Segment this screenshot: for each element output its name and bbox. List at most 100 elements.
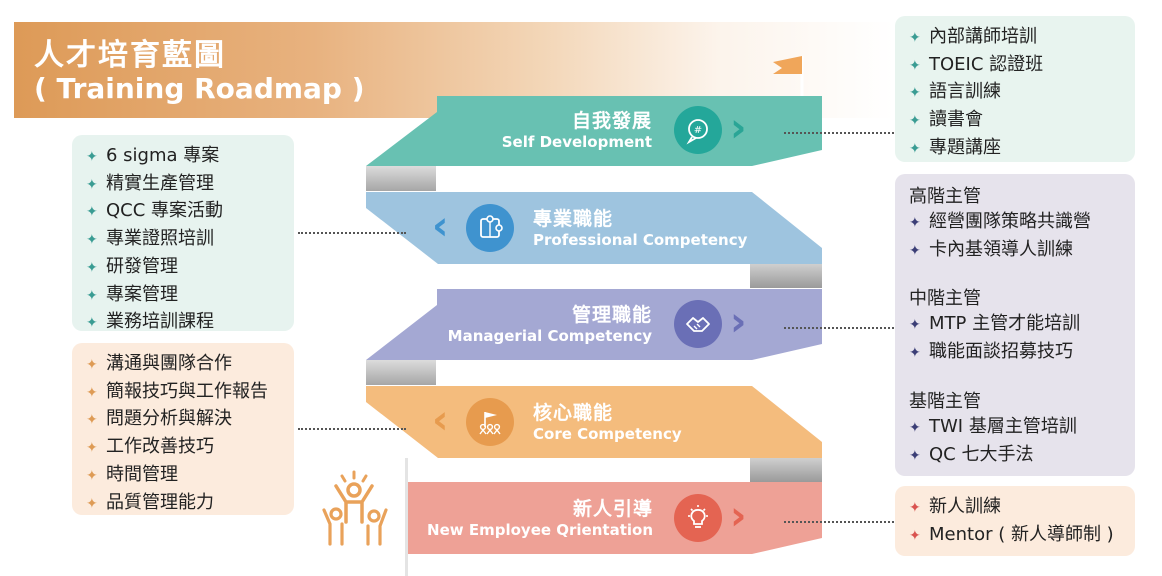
- stage-new-employee-en: New Employee Qrientation: [427, 521, 653, 539]
- course-item: ✦問題分析與解決: [86, 406, 280, 434]
- stage-self-development-cn: 自我發展: [571, 110, 652, 132]
- stage-new-employee-orientation: [408, 482, 822, 554]
- stage-managerial-label: 管理職能 Managerial Competency: [440, 300, 652, 345]
- self-development-course-box: ✦內部講師培訓 ✦TOEIC 認證班 ✦語言訓練 ✦讀書會 ✦專題講座: [895, 16, 1135, 162]
- bullet-star-icon: ✦: [909, 242, 921, 259]
- bullet-star-icon: ✦: [909, 419, 921, 436]
- handshake-icon: [674, 300, 722, 348]
- connector-managerial: [784, 327, 894, 329]
- bullet-star-icon: ✦: [86, 259, 98, 276]
- group-heading: 基階主管: [909, 390, 981, 412]
- bullet-star-icon: ✦: [909, 215, 921, 231]
- course-item: ✦QCC 專案活動: [86, 198, 280, 226]
- new-employee-course-box: ✦新人訓練 ✦Mentor ( 新人導師制 ): [895, 486, 1135, 556]
- course-item: ✦MTP 主管才能培訓: [909, 311, 1121, 339]
- stage-managerial-cn: 管理職能: [571, 304, 652, 326]
- managerial-group-basic: 基階主管 ✦TWI 基層主管培訓 ✦QC 七大手法: [909, 389, 1121, 469]
- stage-new-employee-label: 新人引導 New Employee Qrientation: [425, 494, 653, 539]
- connector-self-development: [784, 132, 894, 134]
- course-item: ✦TWI 基層主管培訓: [909, 414, 1121, 442]
- stage-core-en: Core Competency: [533, 425, 682, 443]
- course-item: ✦語言訓練: [909, 79, 1121, 107]
- course-item: ✦職能面談招募技巧: [909, 339, 1121, 367]
- team-flag-icon: [466, 398, 514, 446]
- bullet-star-icon: ✦: [909, 345, 921, 362]
- chevron-right-icon: ›: [730, 105, 747, 151]
- group-heading: 中階主管: [909, 288, 981, 310]
- course-item: ✦專案管理: [86, 282, 280, 310]
- lightbulb-icon: [674, 494, 722, 542]
- course-item: ✦溝通與團隊合作: [86, 351, 280, 379]
- course-item: ✦研發管理: [86, 254, 280, 282]
- riser-2: [750, 264, 822, 288]
- course-item: ✦經營團隊策略共識營: [909, 209, 1121, 237]
- bullet-star-icon: ✦: [909, 317, 921, 334]
- bullet-star-icon: ✦: [909, 140, 921, 157]
- connector-new-employee: [784, 521, 894, 523]
- core-course-box: ✦溝通與團隊合作 ✦簡報技巧與工作報告 ✦問題分析與解決 ✦工作改善技巧 ✦時間…: [72, 343, 294, 515]
- course-item: ✦內部講師培訓: [909, 24, 1121, 52]
- managerial-course-box: 高階主管 ✦經營團隊策略共識營 ✦卡內基領導人訓練 中階主管 ✦MTP 主管才能…: [895, 174, 1135, 476]
- stage-self-development-en: Self Development: [501, 133, 652, 151]
- stage-professional-cn: 專業職能: [533, 208, 614, 230]
- course-item: ✦卡內基領導人訓練: [909, 237, 1121, 265]
- bullet-star-icon: ✦: [909, 527, 921, 544]
- course-item: ✦業務培訓課程: [86, 309, 280, 337]
- chevron-left-icon: ‹: [432, 203, 449, 249]
- bullet-star-icon: ✦: [86, 232, 98, 249]
- stage-professional-label: 專業職能 Professional Competency: [533, 204, 753, 249]
- bullet-star-icon: ✦: [909, 500, 921, 516]
- bullet-star-icon: ✦: [86, 440, 98, 457]
- course-item: ✦簡報技巧與工作報告: [86, 379, 280, 407]
- course-item: ✦TOEIC 認證班: [909, 52, 1121, 80]
- people-celebrate-icon: [322, 470, 388, 546]
- stage-managerial-en: Managerial Competency: [447, 327, 652, 345]
- bullet-star-icon: ✦: [909, 447, 921, 464]
- bullet-star-icon: ✦: [909, 85, 921, 102]
- stage-self-development-label: 自我發展 Self Development: [470, 106, 652, 151]
- course-item: ✦Mentor ( 新人導師制 ): [909, 522, 1121, 550]
- base-pole: [405, 458, 408, 576]
- stage-core-label: 核心職能 Core Competency: [533, 398, 733, 443]
- bullet-star-icon: ✦: [86, 412, 98, 429]
- course-item: ✦工作改善技巧: [86, 434, 280, 462]
- bullet-star-icon: ✦: [909, 30, 921, 46]
- bullet-star-icon: ✦: [86, 204, 98, 221]
- bullet-star-icon: ✦: [86, 149, 98, 165]
- chevron-left-icon-2: ‹: [432, 397, 449, 443]
- bullet-star-icon: ✦: [86, 315, 98, 332]
- flag-icon: [773, 56, 804, 98]
- stage-professional-en: Professional Competency: [533, 231, 748, 249]
- bullet-star-icon: ✦: [86, 357, 98, 373]
- riser-4: [750, 458, 822, 482]
- riser-1: [366, 166, 436, 191]
- bullet-star-icon: ✦: [86, 384, 98, 401]
- bullet-star-icon: ✦: [86, 467, 98, 484]
- course-item: ✦品質管理能力: [86, 490, 280, 518]
- course-item: ✦6 sigma 專案: [86, 143, 280, 171]
- bullet-star-icon: ✦: [909, 113, 921, 130]
- bullet-star-icon: ✦: [86, 495, 98, 512]
- bullet-star-icon: ✦: [86, 287, 98, 304]
- course-item: ✦讀書會: [909, 107, 1121, 135]
- svg-text:#: #: [694, 125, 702, 136]
- course-item: ✦專業證照培訓: [86, 226, 280, 254]
- managerial-group-senior: 高階主管 ✦經營團隊策略共識營 ✦卡內基領導人訓練: [909, 184, 1121, 264]
- course-item: ✦QC 七大手法: [909, 442, 1121, 470]
- course-item: ✦時間管理: [86, 462, 280, 490]
- stage-new-employee-cn: 新人引導: [572, 498, 653, 520]
- chevron-right-icon-3: ›: [730, 493, 747, 539]
- bullet-star-icon: ✦: [909, 57, 921, 74]
- course-item: ✦精實生產管理: [86, 171, 280, 199]
- brain-chat-icon: #: [674, 106, 722, 154]
- connector-professional: [298, 232, 406, 234]
- puzzle-icon: [466, 204, 514, 252]
- professional-course-box: ✦6 sigma 專案 ✦精實生產管理 ✦QCC 專案活動 ✦專業證照培訓 ✦研…: [72, 135, 294, 332]
- stage-core-cn: 核心職能: [533, 402, 614, 424]
- group-heading: 高階主管: [909, 186, 981, 207]
- course-item: ✦新人訓練: [909, 494, 1121, 522]
- chevron-right-icon-2: ›: [730, 299, 747, 345]
- connector-core: [298, 428, 406, 430]
- title-chinese: 人才培育藍圖: [34, 38, 226, 73]
- title-english: ( Training Roadmap ): [34, 72, 365, 105]
